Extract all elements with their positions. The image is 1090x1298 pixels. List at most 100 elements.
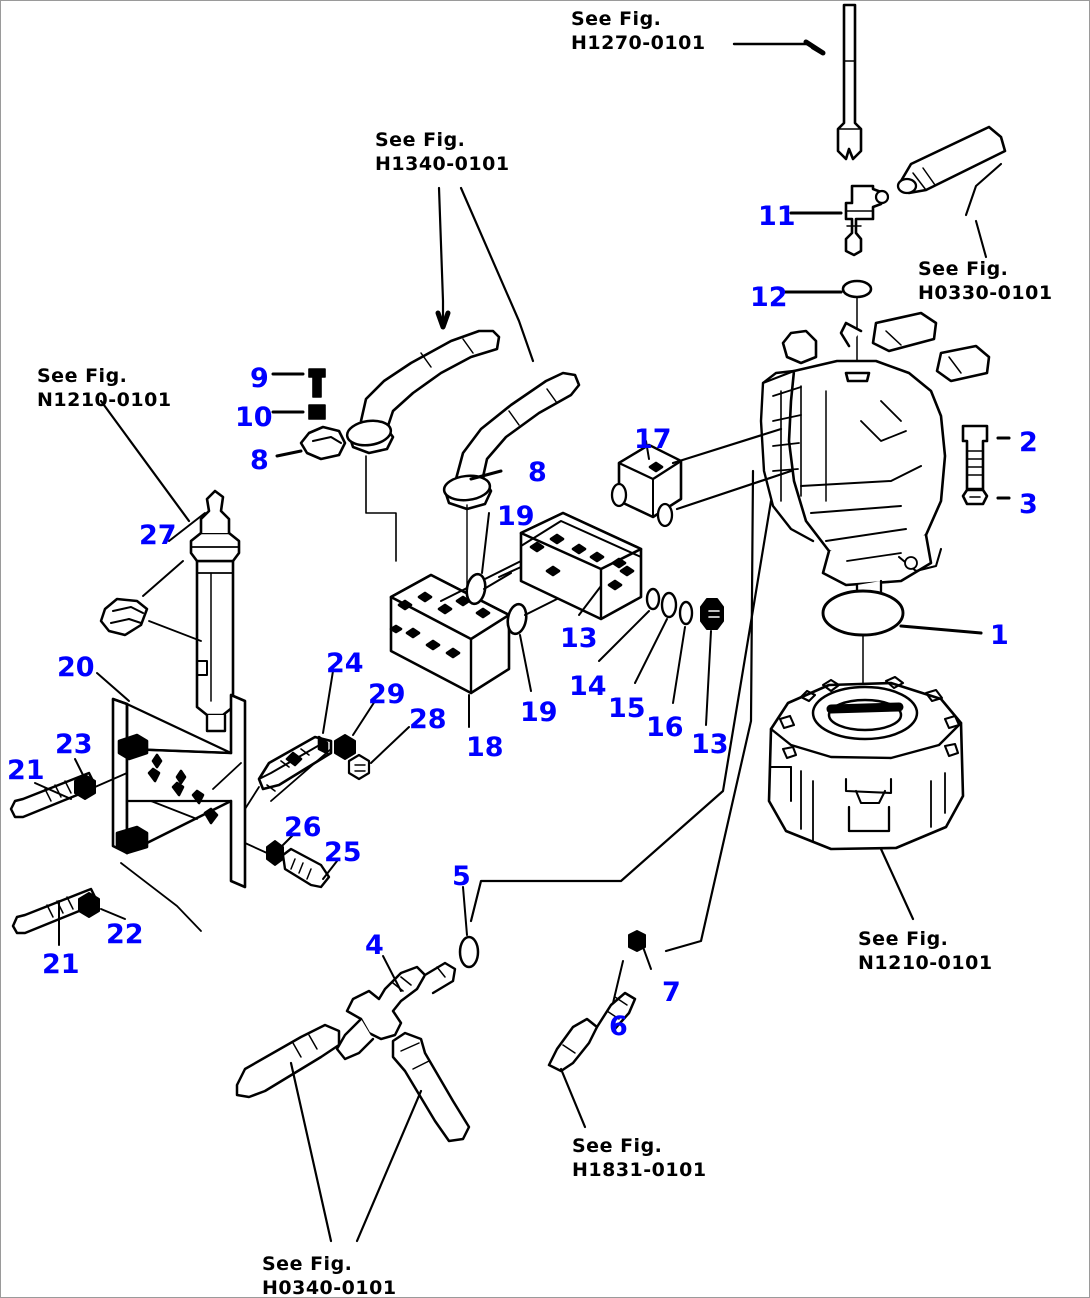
part-17-bracket [610, 443, 683, 528]
leader-17 [645, 440, 650, 460]
leader-27 [168, 512, 206, 542]
part-14-oring [645, 587, 661, 611]
leader-motor-to-hose-left [469, 499, 773, 923]
callout-23[interactable]: 23 [55, 729, 93, 760]
leader-8b [469, 469, 503, 481]
part-6-7-fitting [547, 991, 637, 1073]
callout-19-upper[interactable]: 19 [497, 501, 535, 532]
fig-ref-h1831[interactable]: See Fig. H1831-0101 [572, 1134, 707, 1183]
leader-19b [519, 634, 532, 692]
hose-bottom-center [391, 1031, 471, 1143]
callout-11[interactable]: 11 [758, 201, 796, 232]
callout-8-left[interactable]: 8 [250, 445, 269, 476]
callout-25[interactable]: 25 [324, 837, 362, 868]
leader-5 [462, 886, 468, 936]
callout-4[interactable]: 4 [365, 930, 384, 961]
fig-ref-line1: See Fig. [375, 129, 466, 151]
callout-22[interactable]: 22 [106, 919, 144, 950]
part-18-valve-block [389, 573, 511, 695]
leader-23 [74, 758, 84, 776]
part-26-washer [266, 840, 284, 866]
fig-ref-line2: H0330-0101 [918, 282, 1053, 305]
leader-h0340-a [289, 1061, 333, 1243]
fig-ref-line2: N1210-0101 [37, 389, 172, 412]
callout-24[interactable]: 24 [326, 648, 364, 679]
callout-7[interactable]: 7 [662, 977, 681, 1008]
callout-3[interactable]: 3 [1019, 489, 1038, 520]
leader-h1270-arrow [803, 39, 826, 56]
callout-13-upper[interactable]: 13 [560, 623, 598, 654]
assembly-line-clamp [365, 455, 397, 562]
leader-22 [100, 908, 126, 920]
part-24-clamp [257, 735, 333, 792]
part-23-nut [74, 774, 96, 800]
hose-upper-left [345, 329, 501, 455]
callout-16[interactable]: 16 [646, 712, 684, 743]
part-19-oring-a [465, 572, 487, 606]
part-28-washer [347, 753, 371, 781]
part-29-nut [334, 734, 356, 760]
part-15-oring [660, 591, 678, 619]
fig-ref-h1270[interactable]: See Fig. H1270-0101 [571, 7, 706, 56]
leader-h1340-a-arrow [435, 310, 451, 330]
swing-motor-body [759, 311, 991, 613]
part-1-oring [821, 589, 905, 637]
fig-ref-line2: H1270-0101 [571, 32, 706, 55]
part-13-valve-block [519, 511, 643, 621]
fig-ref-n1210-bottom[interactable]: See Fig. N1210-0101 [858, 927, 993, 976]
callout-20[interactable]: 20 [57, 652, 95, 683]
fig-ref-line1: See Fig. [572, 1135, 663, 1157]
leader-4 [382, 955, 402, 992]
callout-26[interactable]: 26 [284, 812, 322, 843]
callout-5[interactable]: 5 [452, 861, 471, 892]
leader-h0330 [974, 219, 988, 259]
callout-9[interactable]: 9 [250, 363, 269, 394]
part-5-oring [458, 935, 480, 969]
callout-21-upper[interactable]: 21 [7, 755, 45, 786]
callout-29[interactable]: 29 [368, 679, 406, 710]
part-4-elbow [335, 961, 457, 1061]
hose-bottom-left [235, 1023, 341, 1099]
callout-2[interactable]: 2 [1019, 427, 1038, 458]
callout-8-right[interactable]: 8 [528, 457, 547, 488]
top-angled-hose [896, 125, 1007, 195]
leader-28 [370, 726, 410, 764]
callout-27[interactable]: 27 [139, 520, 177, 551]
callout-21-lower[interactable]: 21 [42, 949, 80, 980]
leader-1 [899, 624, 983, 635]
leader-14 [598, 610, 650, 662]
leader-motor-to-hose-right [664, 469, 755, 953]
callout-14[interactable]: 14 [569, 671, 607, 702]
leader-24 [322, 670, 334, 734]
fig-ref-h0340[interactable]: See Fig. H0340-0101 [262, 1252, 397, 1298]
part-7-nut [628, 930, 646, 952]
fig-ref-line1: See Fig. [37, 365, 128, 387]
leader-8a [275, 449, 303, 458]
leader-h1831 [559, 1067, 587, 1129]
fig-ref-h0330[interactable]: See Fig. H0330-0101 [918, 257, 1053, 306]
leader-7 [642, 946, 652, 970]
callout-13-lower[interactable]: 13 [691, 729, 729, 760]
part-11-valve [844, 184, 890, 257]
callout-15[interactable]: 15 [608, 693, 646, 724]
callout-19-lower[interactable]: 19 [520, 697, 558, 728]
leader-n1210-top [99, 399, 191, 523]
fig-ref-n1210-top[interactable]: See Fig. N1210-0101 [37, 364, 172, 413]
callout-1[interactable]: 1 [990, 620, 1009, 651]
part-22-nut [78, 892, 100, 918]
callout-10[interactable]: 10 [235, 402, 273, 433]
leader-21a [34, 782, 72, 800]
callout-18[interactable]: 18 [466, 732, 504, 763]
leader-15 [634, 618, 668, 684]
fig-ref-line1: See Fig. [858, 928, 949, 950]
fig-ref-h1340[interactable]: See Fig. H1340-0101 [375, 128, 510, 177]
fig-ref-line2: H0340-0101 [262, 1277, 397, 1298]
callout-28[interactable]: 28 [409, 704, 447, 735]
callout-12[interactable]: 12 [750, 282, 788, 313]
callout-6[interactable]: 6 [609, 1011, 628, 1042]
fig-ref-line1: See Fig. [918, 258, 1009, 280]
callout-17[interactable]: 17 [634, 424, 672, 455]
part-2-bolt [961, 424, 989, 491]
